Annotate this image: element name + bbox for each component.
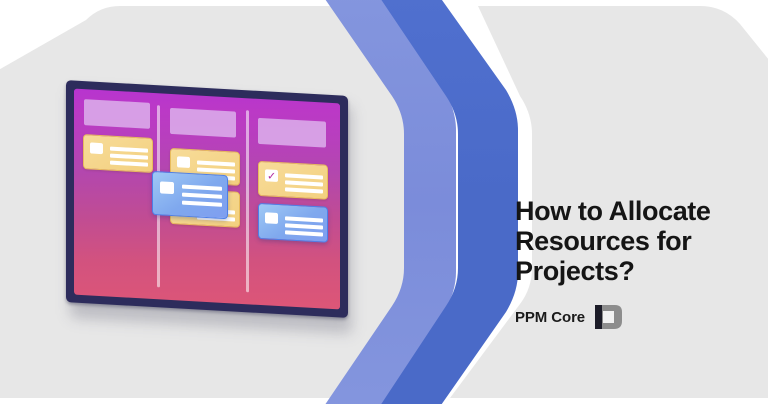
kanban-board-illustration: ✓ xyxy=(66,80,356,334)
column-header-1 xyxy=(84,99,150,129)
board-frame: ✓ xyxy=(66,80,348,318)
headline-line-2: Resources for xyxy=(515,226,692,256)
task-card-5[interactable] xyxy=(258,202,328,243)
task-card-dragged[interactable] xyxy=(152,170,228,220)
right-gray-panel xyxy=(450,6,768,398)
column-header-2 xyxy=(170,107,236,138)
card-text-lines xyxy=(285,216,323,237)
ppm-core-logo-icon xyxy=(595,305,623,329)
board-screen: ✓ xyxy=(74,88,340,310)
task-card-1[interactable] xyxy=(83,134,153,173)
card-text-lines xyxy=(182,184,222,207)
card-text-lines xyxy=(285,173,323,194)
headline-block: How to Allocate Resources for Projects? xyxy=(515,196,750,286)
brand-name: PPM Core xyxy=(515,308,586,326)
card-icon xyxy=(90,142,103,155)
check-icon: ✓ xyxy=(267,169,277,183)
card-icon xyxy=(265,212,278,224)
ribbon-royal-blue xyxy=(381,0,518,404)
column-divider-2 xyxy=(246,110,249,293)
task-card-4[interactable]: ✓ xyxy=(258,160,328,200)
card-icon xyxy=(160,181,174,195)
card-text-lines xyxy=(110,146,148,167)
card-icon xyxy=(177,156,190,169)
headline-line-1: How to Allocate xyxy=(515,196,711,226)
headline-line-3: Projects? xyxy=(515,256,635,286)
brand-lockup: PPM Core xyxy=(515,303,623,331)
ribbon-light-blue xyxy=(325,0,456,404)
column-header-3 xyxy=(258,117,326,148)
page-title: How to Allocate Resources for Projects? xyxy=(515,196,750,286)
